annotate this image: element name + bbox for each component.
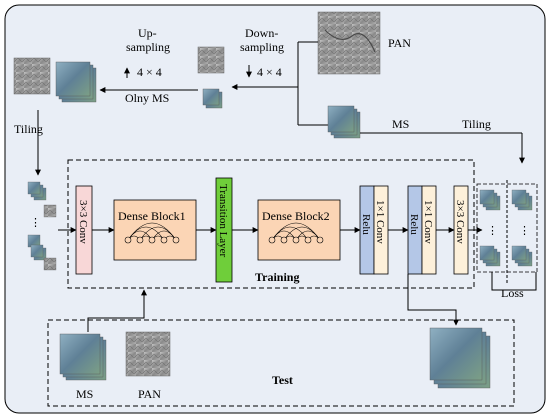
pan-source-image: [317, 11, 381, 75]
down-sampling-label-1: Down-: [245, 26, 278, 40]
test-ms-label: MS: [76, 387, 93, 401]
training-region: [67, 159, 475, 289]
down-sampling-label-2: sampling: [240, 40, 284, 54]
conv1x1-label-1: 1×1 Conv: [374, 200, 386, 244]
ms-source-image: [327, 105, 361, 139]
downsampled-pan-image: [197, 46, 225, 74]
tile-comparison-box: [476, 183, 538, 273]
conv3x3-output-label: 3×3 Conv: [454, 200, 466, 244]
only-ms-label: Olny MS: [125, 91, 169, 105]
output-tiles: [479, 189, 501, 267]
ms-top-label: MS: [392, 117, 409, 131]
test-region: [47, 319, 515, 407]
conv3x3-input-label: 3×3 Conv: [77, 200, 89, 244]
up-sampling-label-1: Up-: [138, 26, 157, 40]
dense-block-1-graph-icon: [124, 222, 180, 244]
reference-tiles-ellipsis: ⋮: [519, 225, 530, 237]
test-pan-image: [125, 331, 171, 377]
training-label: Training: [255, 270, 299, 284]
tiling-left-label: Tiling: [14, 122, 43, 136]
reference-tiles: [511, 189, 533, 267]
dense-block-2-graph-icon: [268, 222, 324, 244]
down-factor-label: 4 × 4: [257, 65, 282, 79]
relu-label-2: Relu: [408, 214, 420, 235]
fused-result-image: [429, 327, 491, 389]
input-tiles: [27, 181, 57, 271]
output-tiles-ellipsis: ⋮: [487, 225, 498, 237]
relu-label-1: Relu: [360, 214, 372, 235]
up-factor-label: 4 × 4: [137, 65, 162, 79]
pan-label: PAN: [388, 36, 411, 50]
upsampled-ms-stack: [55, 61, 97, 103]
loss-bracket: [491, 272, 537, 291]
tiling-top-label: Tiling: [462, 117, 491, 131]
test-pan-label: PAN: [138, 387, 161, 401]
up-sampling-label-2: sampling: [126, 40, 170, 54]
dense-block-1-label: Dense Block1: [118, 209, 186, 223]
loss-label: Loss: [501, 286, 524, 300]
upsampled-pan-image: [13, 57, 51, 95]
test-label: Test: [272, 373, 293, 387]
downsampled-ms-image: [202, 88, 223, 109]
transition-layer-label: Transition Layer: [217, 184, 229, 258]
input-tiles-ellipsis: ⋮: [30, 217, 41, 229]
conv1x1-label-2: 1×1 Conv: [422, 200, 434, 244]
test-ms-image: [59, 333, 107, 381]
dense-block-2-label: Dense Block2: [262, 209, 330, 223]
